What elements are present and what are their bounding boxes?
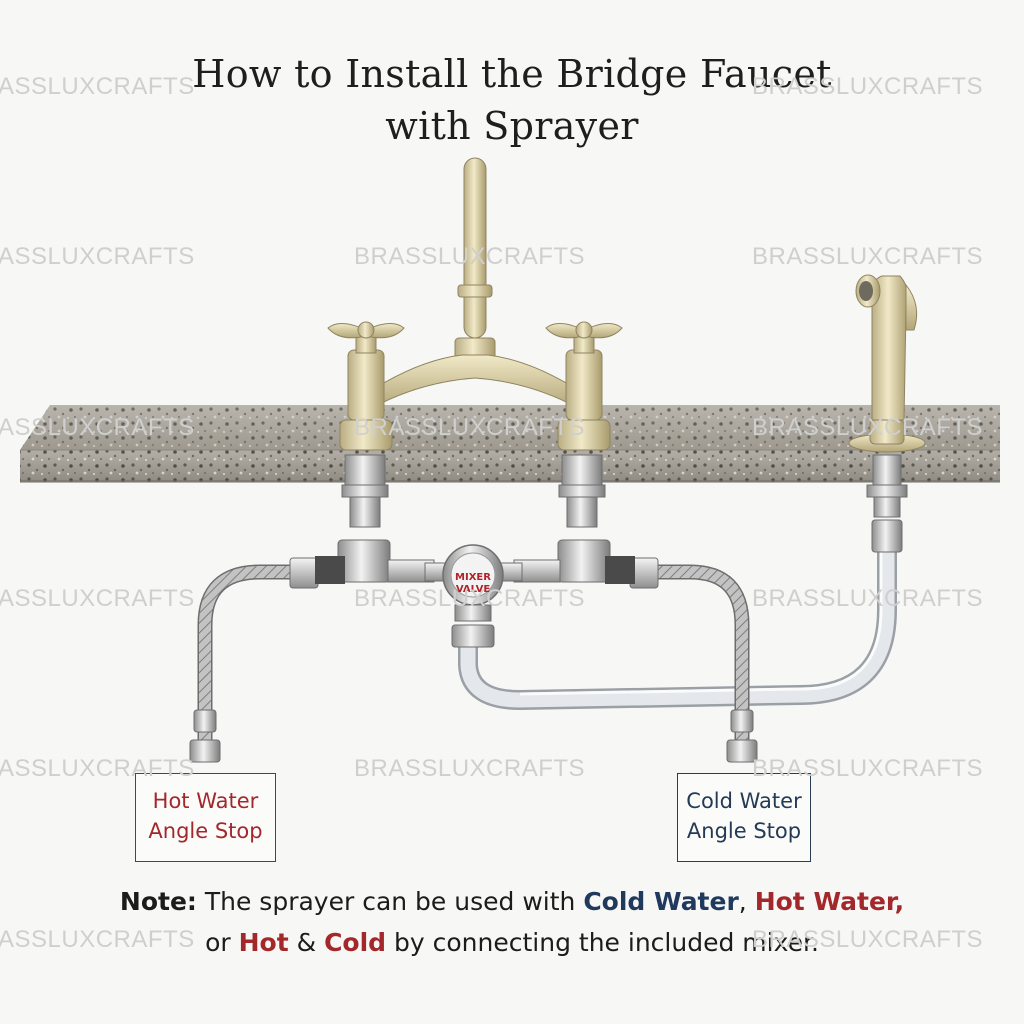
hot-callout-line2: Angle Stop [148, 819, 263, 843]
note-cold-water: Cold Water [583, 887, 739, 916]
cold-callout-line2: Angle Stop [686, 819, 802, 843]
note-text1: The sprayer can be used with [196, 887, 584, 916]
mixer-label-line1: MIXER [455, 572, 491, 583]
sprayer-hose [458, 535, 897, 711]
cold-callout-line1: Cold Water [686, 789, 802, 813]
hot-supply-line [189, 557, 319, 763]
diagram-title-line1: How to Install the Bridge Faucet [192, 52, 832, 96]
note-amp: & [288, 928, 325, 957]
side-sprayer [848, 274, 926, 453]
diagram-title-line2: with Sprayer [385, 104, 639, 148]
hot-water-angle-stop-callout: Hot Water Angle Stop [135, 773, 276, 862]
note-text2: by connecting the included mixer. [386, 928, 819, 957]
granite-countertop [20, 405, 1000, 483]
note-line1: Note: The sprayer can be used with Cold … [0, 887, 1024, 916]
note-hot: Hot [238, 928, 289, 957]
cold-water-angle-stop-callout: Cold Water Angle Stop [677, 773, 811, 862]
note-cold: Cold [324, 928, 387, 957]
hot-valve-shank [315, 454, 435, 584]
mixer-label-line2: VALVE [456, 584, 491, 595]
note-separator: , [738, 887, 755, 916]
cold-supply-line [629, 557, 758, 763]
note-hot-water: Hot Water, [754, 887, 905, 916]
cold-valve-shank [513, 454, 635, 584]
mixer-valve: MIXER VALVE [424, 544, 523, 648]
note-or: or [205, 928, 239, 957]
note-label: Note: [119, 887, 197, 916]
note-line2: or Hot & Cold by connecting the included… [0, 928, 1024, 957]
bridge-faucet [327, 157, 623, 451]
hot-callout-line1: Hot Water [152, 789, 259, 813]
sprayer-shank [866, 454, 908, 553]
